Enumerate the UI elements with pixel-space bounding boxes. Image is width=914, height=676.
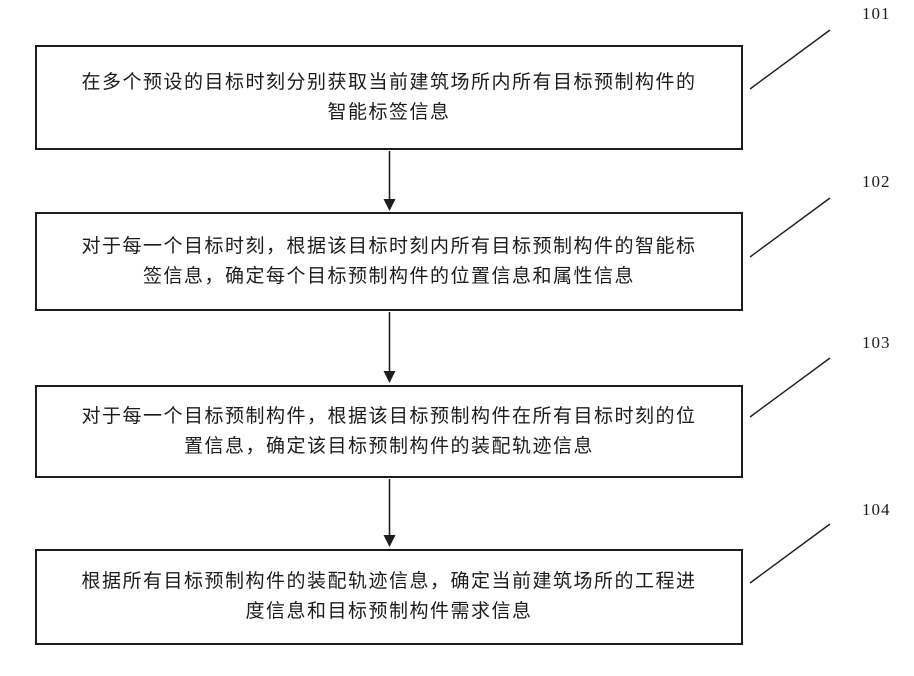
flow-step-102-line-2: 签信息，确定每个目标预制构件的位置信息和属性信息 — [142, 265, 635, 287]
ref-slash-101 — [749, 29, 831, 90]
ref-label-102: 102 — [862, 172, 891, 191]
ref-slash-104 — [749, 523, 831, 584]
arrow-down-icon — [383, 312, 396, 383]
flow-step-104-line-1: 根据所有目标预制构件的装配轨迹信息，确定当前建筑场所的工程进 — [81, 571, 697, 592]
flow-step-103-line-2: 置信息，确定该目标预制构件的装配轨迹信息 — [183, 435, 594, 457]
ref-label-101: 101 — [862, 4, 891, 23]
ref-label-104: 104 — [862, 500, 891, 519]
flow-step-104-line-2: 度信息和目标预制构件需求信息 — [245, 601, 533, 622]
ref-slash-103 — [749, 357, 831, 418]
flow-step-101-line-2: 智能标签信息 — [327, 101, 451, 123]
flow-step-103-line-1: 对于每一个目标预制构件，根据该目标预制构件在所有目标时刻的位 — [81, 405, 697, 427]
flow-step-101-line-1: 在多个预设的目标时刻分别获取当前建筑场所内所有目标预制构件的 — [81, 71, 697, 93]
flow-step-102: 对于每一个目标时刻，根据该目标时刻内所有目标预制构件的智能标 签信息，确定每个目… — [35, 212, 743, 311]
arrow-down-icon — [383, 151, 396, 211]
flow-step-101: 在多个预设的目标时刻分别获取当前建筑场所内所有目标预制构件的 智能标签信息 — [35, 45, 743, 150]
ref-slash-102 — [749, 197, 831, 258]
ref-label-103: 103 — [862, 333, 891, 352]
flow-step-104: 根据所有目标预制构件的装配轨迹信息，确定当前建筑场所的工程进 度信息和目标预制构… — [35, 549, 743, 645]
arrow-down-icon — [383, 479, 396, 547]
flow-step-102-line-1: 对于每一个目标时刻，根据该目标时刻内所有目标预制构件的智能标 — [81, 235, 697, 257]
flow-step-103: 对于每一个目标预制构件，根据该目标预制构件在所有目标时刻的位 置信息，确定该目标… — [35, 385, 743, 478]
